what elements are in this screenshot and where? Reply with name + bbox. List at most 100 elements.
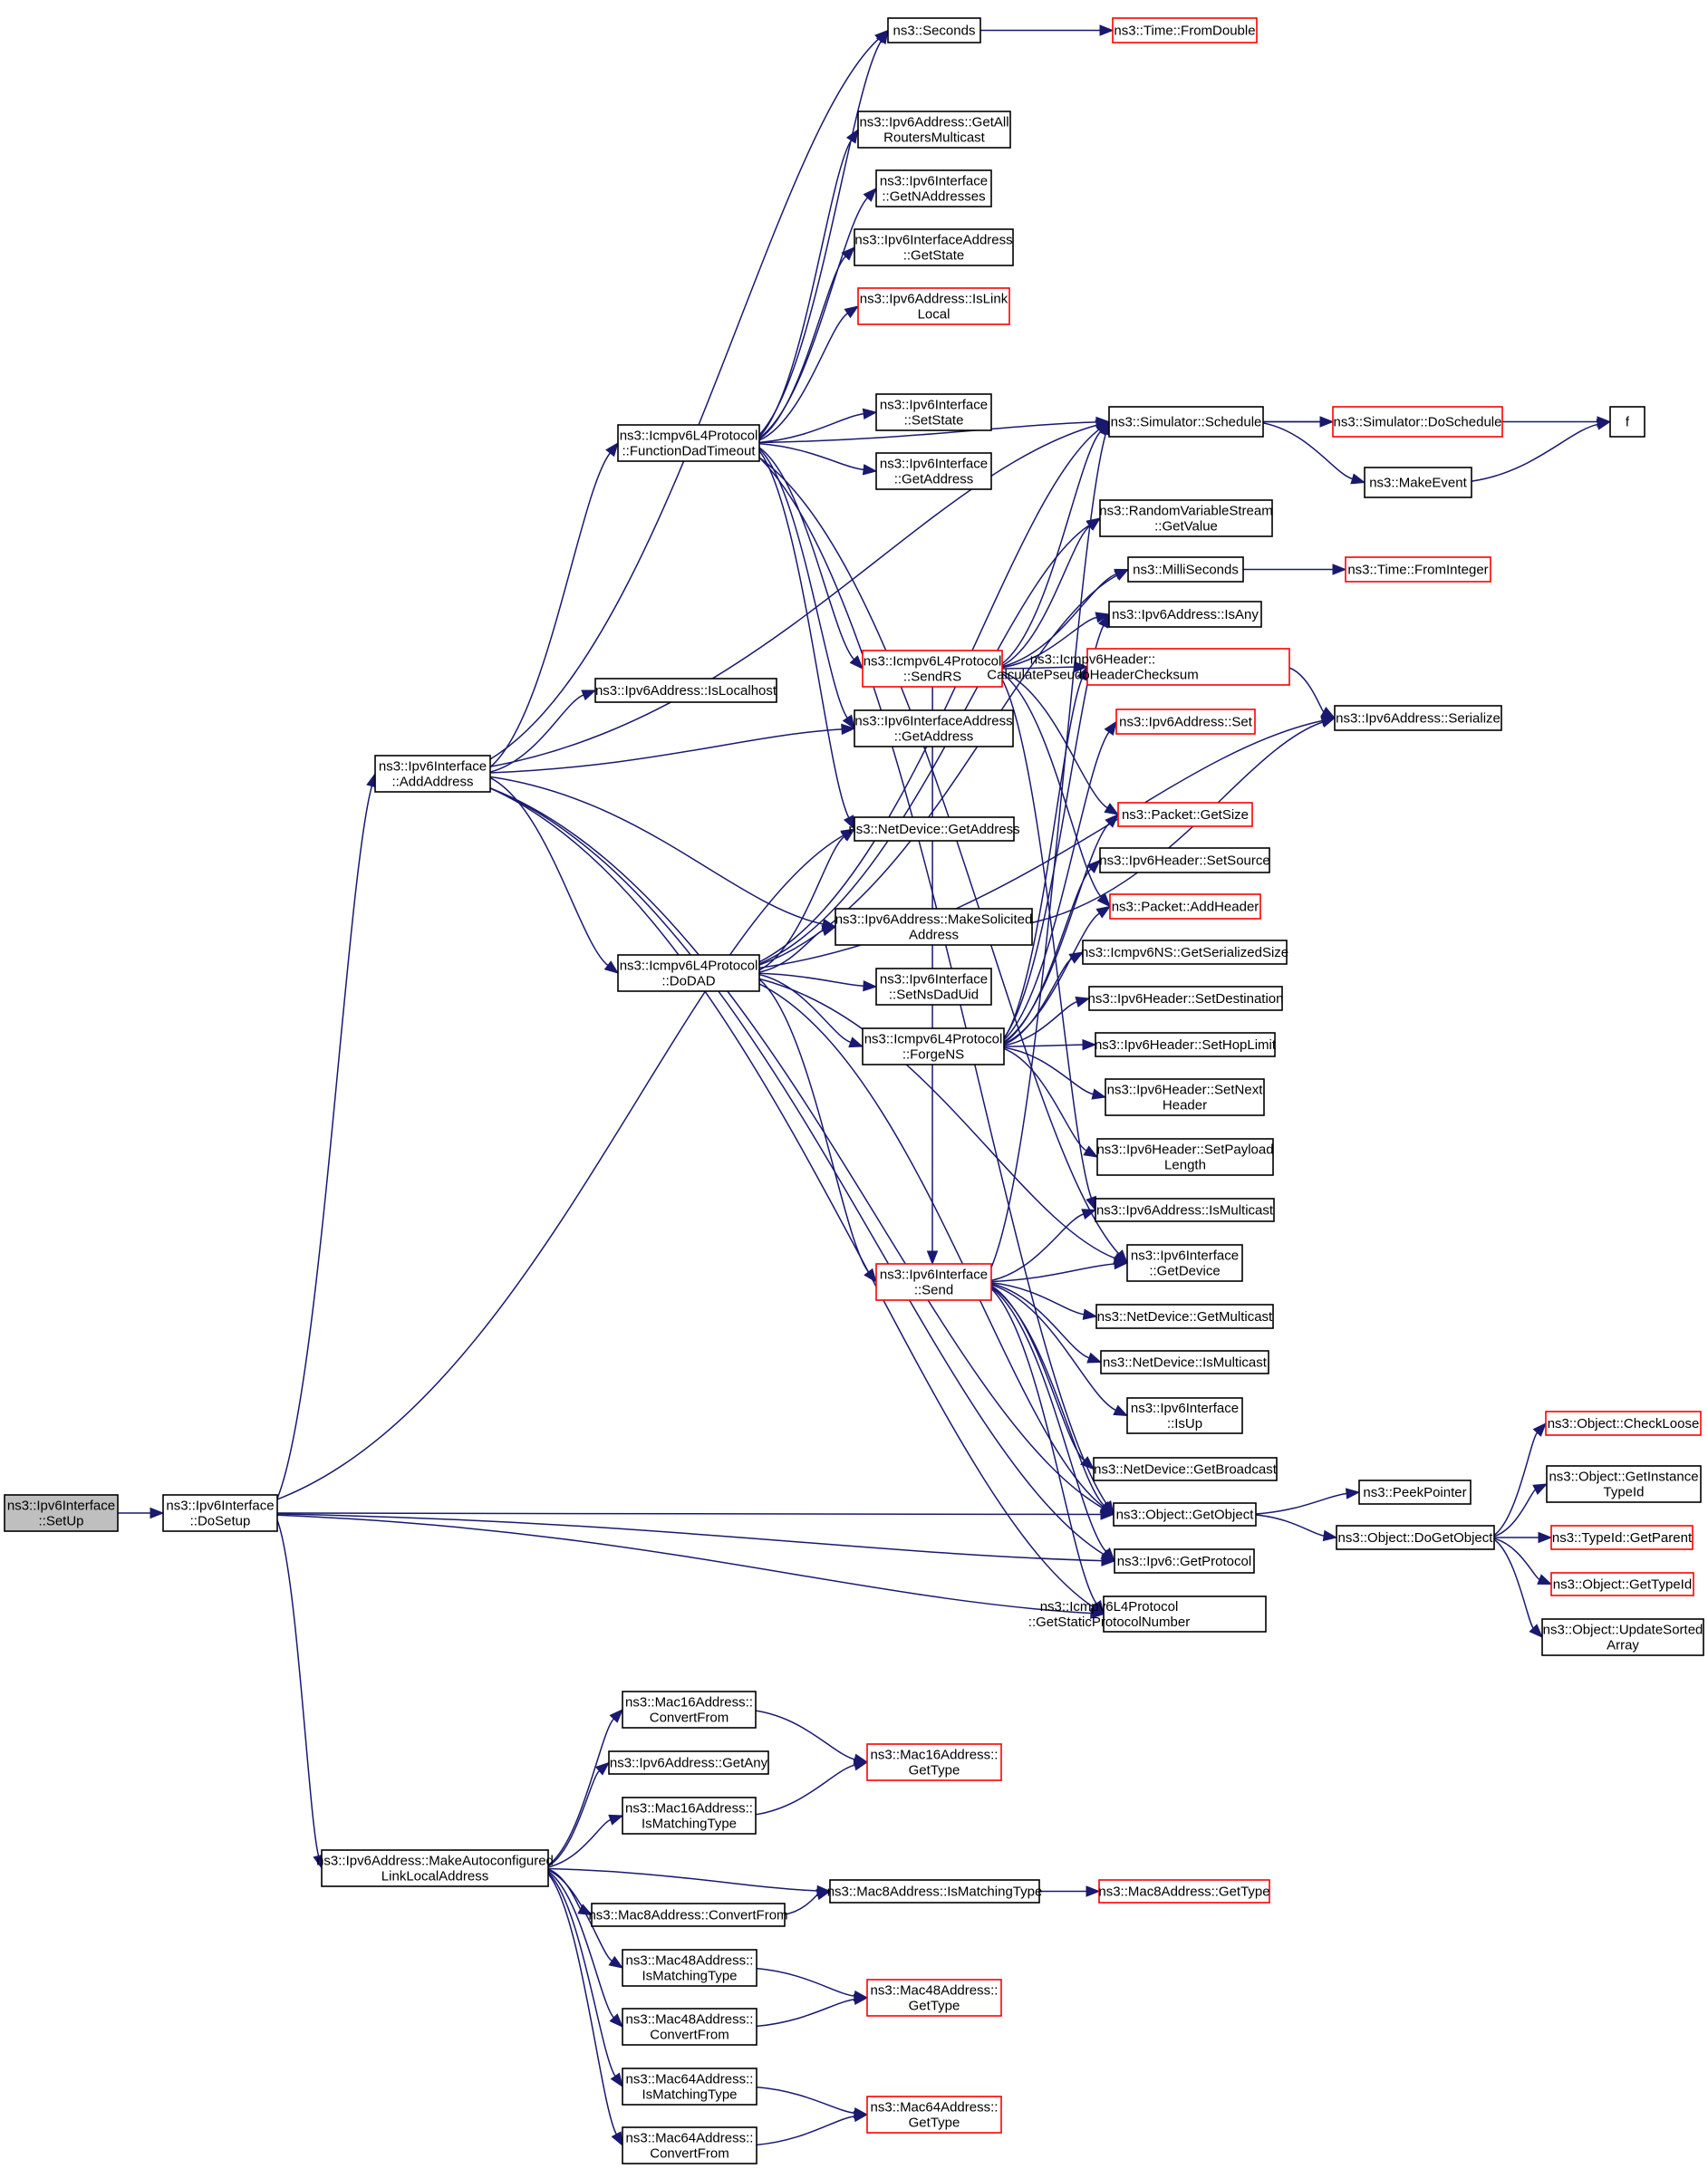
node-label: ns3::Ipv6Header::SetNext xyxy=(1107,1083,1264,1098)
node-serialize[interactable]: ns3::Ipv6Address::Serialize xyxy=(1334,705,1502,731)
node-mac8gettype[interactable]: ns3::Mac8Address::GetType xyxy=(1098,1879,1270,1904)
node-mac48convert[interactable]: ns3::Mac48Address::ConvertFrom xyxy=(622,2008,758,2046)
node-seconds[interactable]: ns3::Seconds xyxy=(887,17,981,43)
node-sendrs[interactable]: ns3::Icmpv6L4Protocol::SendRS xyxy=(862,650,1003,688)
node-isany[interactable]: ns3::Ipv6Address::IsAny xyxy=(1108,601,1262,628)
edge-send-to-getbroadcast xyxy=(990,1285,1086,1461)
node-getstate[interactable]: ns3::Ipv6InterfaceAddress::GetState xyxy=(854,228,1014,266)
node-forgens[interactable]: ns3::Icmpv6L4Protocol::ForgeNS xyxy=(862,1027,1005,1065)
node-dogetobject[interactable]: ns3::Object::DoGetObject xyxy=(1336,1525,1495,1550)
node-label: ConvertFrom xyxy=(650,2146,729,2162)
node-getobject[interactable]: ns3::Object::GetObject xyxy=(1113,1502,1257,1527)
node-dosetup[interactable]: ns3::Ipv6Interface::DoSetup xyxy=(162,1494,278,1532)
node-setsource[interactable]: ns3::Ipv6Header::SetSource xyxy=(1099,847,1270,873)
node-isup[interactable]: ns3::Ipv6Interface::IsUp xyxy=(1126,1397,1243,1434)
node-getstaticproto[interactable]: ns3::Icmpv6L4Protocol::GetStaticProtocol… xyxy=(1028,1595,1267,1633)
node-ndgetaddress[interactable]: ns3::NetDevice::GetAddress xyxy=(848,816,1020,842)
node-label: ns3::MilliSeconds xyxy=(1133,563,1239,578)
node-mac8convert[interactable]: ns3::Mac8Address::ConvertFrom xyxy=(588,1903,788,1927)
node-doschedule[interactable]: ns3::Simulator::DoSchedule xyxy=(1332,406,1503,438)
node-checkloose[interactable]: ns3::Object::CheckLoose xyxy=(1545,1411,1702,1436)
node-getdevice[interactable]: ns3::Ipv6Interface::GetDevice xyxy=(1126,1244,1243,1282)
node-ndismulticast[interactable]: ns3::NetDevice::IsMulticast xyxy=(1100,1350,1269,1374)
edge-sendrs-to-schedule xyxy=(1001,430,1102,665)
node-makeauto[interactable]: ns3::Ipv6Address::MakeAutoconfiguredLink… xyxy=(316,1849,554,1887)
node-label: ns3::Ipv6Header::SetPayload xyxy=(1096,1142,1273,1158)
node-getany[interactable]: ns3::Ipv6Address::GetAny xyxy=(608,1750,769,1775)
node-label: ns3::Mac48Address:: xyxy=(626,2012,754,2028)
node-dodad[interactable]: ns3::Icmpv6L4Protocol::DoDAD xyxy=(617,954,760,992)
node-gettypeid[interactable]: ns3::Object::GetTypeId xyxy=(1550,1572,1694,1596)
node-frominteger[interactable]: ns3::Time::FromInteger xyxy=(1345,556,1491,583)
node-box xyxy=(1364,467,1472,498)
node-box xyxy=(875,968,992,1006)
node-setnsdaduid[interactable]: ns3::Ipv6Interface::SetNsDadUid xyxy=(875,968,992,1006)
node-send[interactable]: ns3::Ipv6Interface::Send xyxy=(875,1263,992,1301)
arrowhead-send-to-getdevice xyxy=(1114,1258,1129,1270)
node-makeevent[interactable]: ns3::MakeEvent xyxy=(1364,467,1472,498)
node-mac16gettype[interactable]: ns3::Mac16Address::GetType xyxy=(866,1743,1002,1781)
node-label: ns3::Packet::GetSize xyxy=(1122,807,1249,823)
node-ifaddrgetaddress[interactable]: ns3::Ipv6InterfaceAddress::GetAddress xyxy=(854,709,1014,747)
node-mac64convert[interactable]: ns3::Mac64Address::ConvertFrom xyxy=(622,2126,758,2164)
node-addheader[interactable]: ns3::Packet::AddHeader xyxy=(1109,893,1261,920)
node-fromdouble[interactable]: ns3::Time::FromDouble xyxy=(1112,17,1258,43)
edge-forgens-to-getserialized xyxy=(1003,958,1073,1046)
node-mac64ismatch[interactable]: ns3::Mac64Address::IsMatchingType xyxy=(622,2068,758,2106)
edge-funcdad-to-schedule xyxy=(758,421,1097,444)
node-mac16convert[interactable]: ns3::Mac16Address::ConvertFrom xyxy=(622,1691,757,1729)
node-sethoplimit[interactable]: ns3::Ipv6Header::SetHopLimit xyxy=(1095,1032,1277,1057)
node-calcchecksum[interactable]: ns3::Icmpv6Header::CalculatePseudoHeader… xyxy=(987,648,1290,686)
arrowhead-makesolicited-to-serialize xyxy=(1320,717,1336,728)
edge-dosetup-to-makeauto xyxy=(276,1519,320,1856)
node-addrismulticast[interactable]: ns3::Ipv6Address::IsMulticast xyxy=(1095,1198,1275,1222)
node-getbroadcast[interactable]: ns3::NetDevice::GetBroadcast xyxy=(1093,1457,1278,1481)
node-milliseconds[interactable]: ns3::MilliSeconds xyxy=(1127,556,1244,583)
node-rvsgetvalue[interactable]: ns3::RandomVariableStream::GetValue xyxy=(1099,499,1273,537)
arrowhead-schedule-to-makeevent xyxy=(1350,473,1366,485)
node-label: ns3::NetDevice::GetAddress xyxy=(848,822,1019,837)
node-setup[interactable]: ns3::Ipv6Interface::SetUp xyxy=(4,1494,119,1532)
node-label: ns3::Ipv6Interface xyxy=(880,1268,988,1283)
node-box xyxy=(1113,1502,1257,1527)
node-setdestination[interactable]: ns3::Ipv6Header::SetDestination xyxy=(1088,986,1284,1011)
node-addrset[interactable]: ns3::Ipv6Address::Set xyxy=(1115,709,1256,735)
node-mac8ismatch[interactable]: ns3::Mac8Address::IsMatchingType xyxy=(827,1879,1043,1904)
node-getsize[interactable]: ns3::Packet::GetSize xyxy=(1117,802,1253,827)
node-label: ::SendRS xyxy=(903,670,961,685)
node-label: ns3::Object::GetInstance xyxy=(1549,1470,1698,1485)
node-peekpointer[interactable]: ns3::PeekPointer xyxy=(1358,1480,1472,1505)
node-ifgetaddress[interactable]: ns3::Ipv6Interface::GetAddress xyxy=(875,452,992,490)
node-box xyxy=(829,1879,1040,1904)
node-islocalhost[interactable]: ns3::Ipv6Address::IsLocalhost xyxy=(594,678,777,703)
node-getprotocol[interactable]: ns3::Ipv6::GetProtocol xyxy=(1114,1548,1255,1574)
node-addaddress[interactable]: ns3::Ipv6Interface::AddAddress xyxy=(374,755,491,793)
node-schedule[interactable]: ns3::Simulator::Schedule xyxy=(1108,406,1264,438)
edge-send-to-getprotocol xyxy=(990,1287,1107,1553)
node-setstate[interactable]: ns3::Ipv6Interface::SetState xyxy=(875,393,992,431)
node-getserialized[interactable]: ns3::Icmpv6NS::GetSerializedSize xyxy=(1081,940,1288,965)
edge-funcdad-to-sendrs xyxy=(758,447,854,660)
node-label: ns3::NetDevice::GetBroadcast xyxy=(1094,1462,1278,1478)
node-mac48ismatch[interactable]: ns3::Mac48Address::IsMatchingType xyxy=(622,1949,758,1987)
node-f[interactable]: f xyxy=(1609,406,1645,438)
edge-send-to-getdevice xyxy=(990,1263,1115,1283)
arrowhead-funcdad-to-ifaddrgetaddress xyxy=(842,714,855,730)
node-getparent[interactable]: ns3::TypeId::GetParent xyxy=(1550,1525,1694,1550)
edge-dodad-to-makesolicited xyxy=(758,930,824,973)
arrowhead-makeauto-to-mac48convert xyxy=(609,2013,623,2028)
node-mac48gettype[interactable]: ns3::Mac48Address::GetType xyxy=(866,1979,1002,2017)
node-ndgetmulticast[interactable]: ns3::NetDevice::GetMulticast xyxy=(1095,1304,1274,1329)
node-mac64gettype[interactable]: ns3::Mac64Address::GetType xyxy=(866,2096,1002,2134)
node-mac16ismatch[interactable]: ns3::Mac16Address::IsMatchingType xyxy=(622,1797,757,1835)
node-funcdad[interactable]: ns3::Icmpv6L4Protocol::FunctionDadTimeou… xyxy=(617,424,760,462)
node-getnaddr[interactable]: ns3::Ipv6Interface::GetNAddresses xyxy=(875,169,992,207)
edge-addaddress-to-getprotocol xyxy=(489,787,1105,1556)
